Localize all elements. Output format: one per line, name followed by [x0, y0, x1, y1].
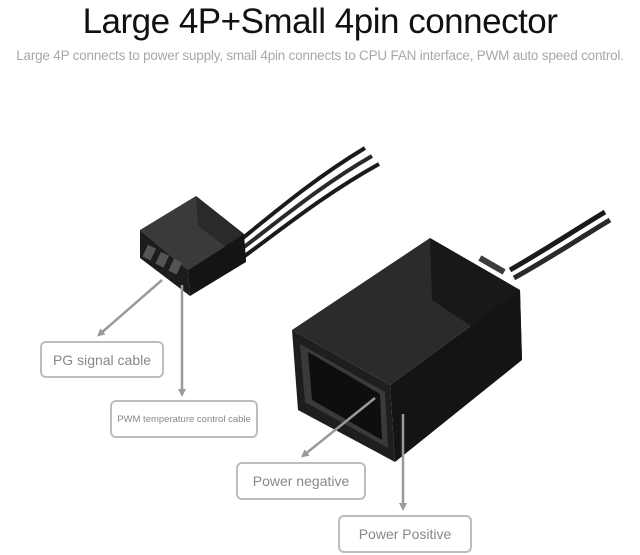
page-subtitle: Large 4P connects to power supply, small…: [16, 48, 624, 63]
small-4pin-connector: [140, 196, 246, 296]
page-title: Large 4P+Small 4pin connector: [82, 2, 558, 41]
large-4p-cable: [508, 209, 612, 281]
pg-signal-cable-label: PG signal cable: [40, 341, 164, 378]
power-positive-label: Power Positive: [338, 515, 472, 553]
power-negative-label: Power negative: [236, 462, 366, 500]
large-4p-connector: [292, 238, 522, 462]
pwm-temperature-control-cable-label: PWM temperature control cable: [110, 400, 258, 438]
small-4pin-cable: [236, 146, 380, 260]
pg-signal-arrow: [96, 279, 163, 337]
power-negative-arrow: [300, 397, 376, 458]
